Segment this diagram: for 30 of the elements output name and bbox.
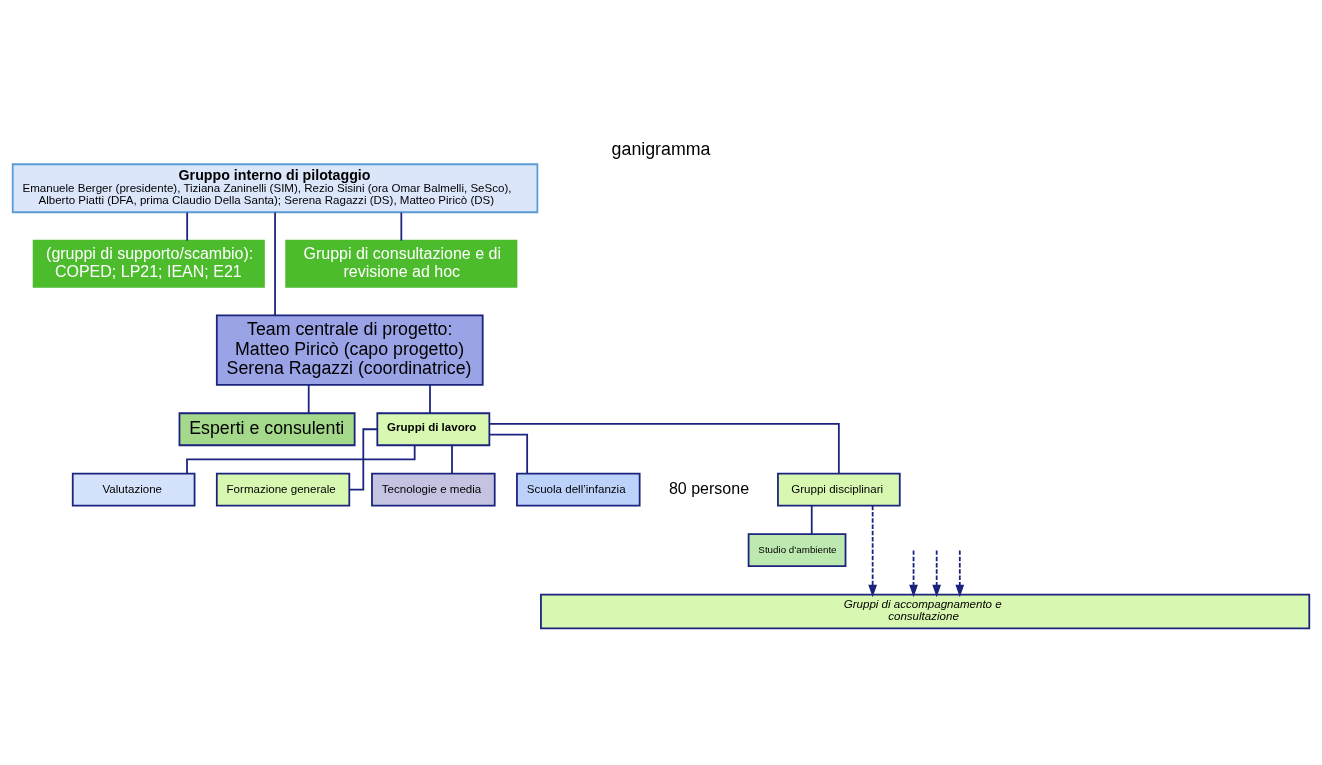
node-box: Gruppi di lavoro [376, 411, 491, 446]
node-box: Tecnologie e media [371, 472, 496, 507]
connector [429, 383, 431, 414]
connector [274, 211, 276, 316]
arrow [932, 549, 942, 597]
node-box: Studio d’ambiente [747, 532, 847, 567]
node-box: (gruppi di supporto/scambio): COPED; LP21; IEAN; E21 [32, 239, 265, 288]
node-box: Gruppi di accompagnamento e consultazione [540, 593, 1311, 629]
connector [186, 444, 416, 474]
node-box: Gruppi di consultazione e di revisione ad hoc [285, 239, 518, 288]
connector [488, 422, 840, 474]
arrow [955, 549, 965, 597]
arrow [909, 549, 918, 597]
arrow [868, 504, 877, 597]
node-box: Formazione generale [215, 472, 351, 507]
connector [810, 504, 813, 535]
connector [451, 444, 453, 474]
label: 80 persone [668, 479, 750, 497]
connector [488, 433, 529, 474]
connector [307, 383, 310, 414]
connector [400, 211, 403, 241]
node-box: Scuola dell’infanzia [516, 472, 641, 507]
connector [348, 427, 379, 491]
node-box: Esperti e consulenti [178, 411, 356, 446]
node-box: Valutazione [71, 472, 196, 507]
diagram-title: ganigramma [611, 138, 711, 159]
node-box: Gruppo interno di pilotaggio Emanuele Berger (presidente), Tiziana Zaninelli (SIM), Rezio Sisini (ora Omar Balmelli, SeSco), Alberto Piatti (DFA, prima Claudio Della Santa); Serena Ragazzi (DS), Matteo Piricò (DS) [11, 162, 539, 213]
node-box: Team centrale di progetto: Matteo Piricò (capo progetto) Serena Ragazzi (coordinatrice) [215, 314, 484, 386]
node-box: Gruppi disciplinari [777, 472, 901, 507]
connector [186, 211, 189, 241]
